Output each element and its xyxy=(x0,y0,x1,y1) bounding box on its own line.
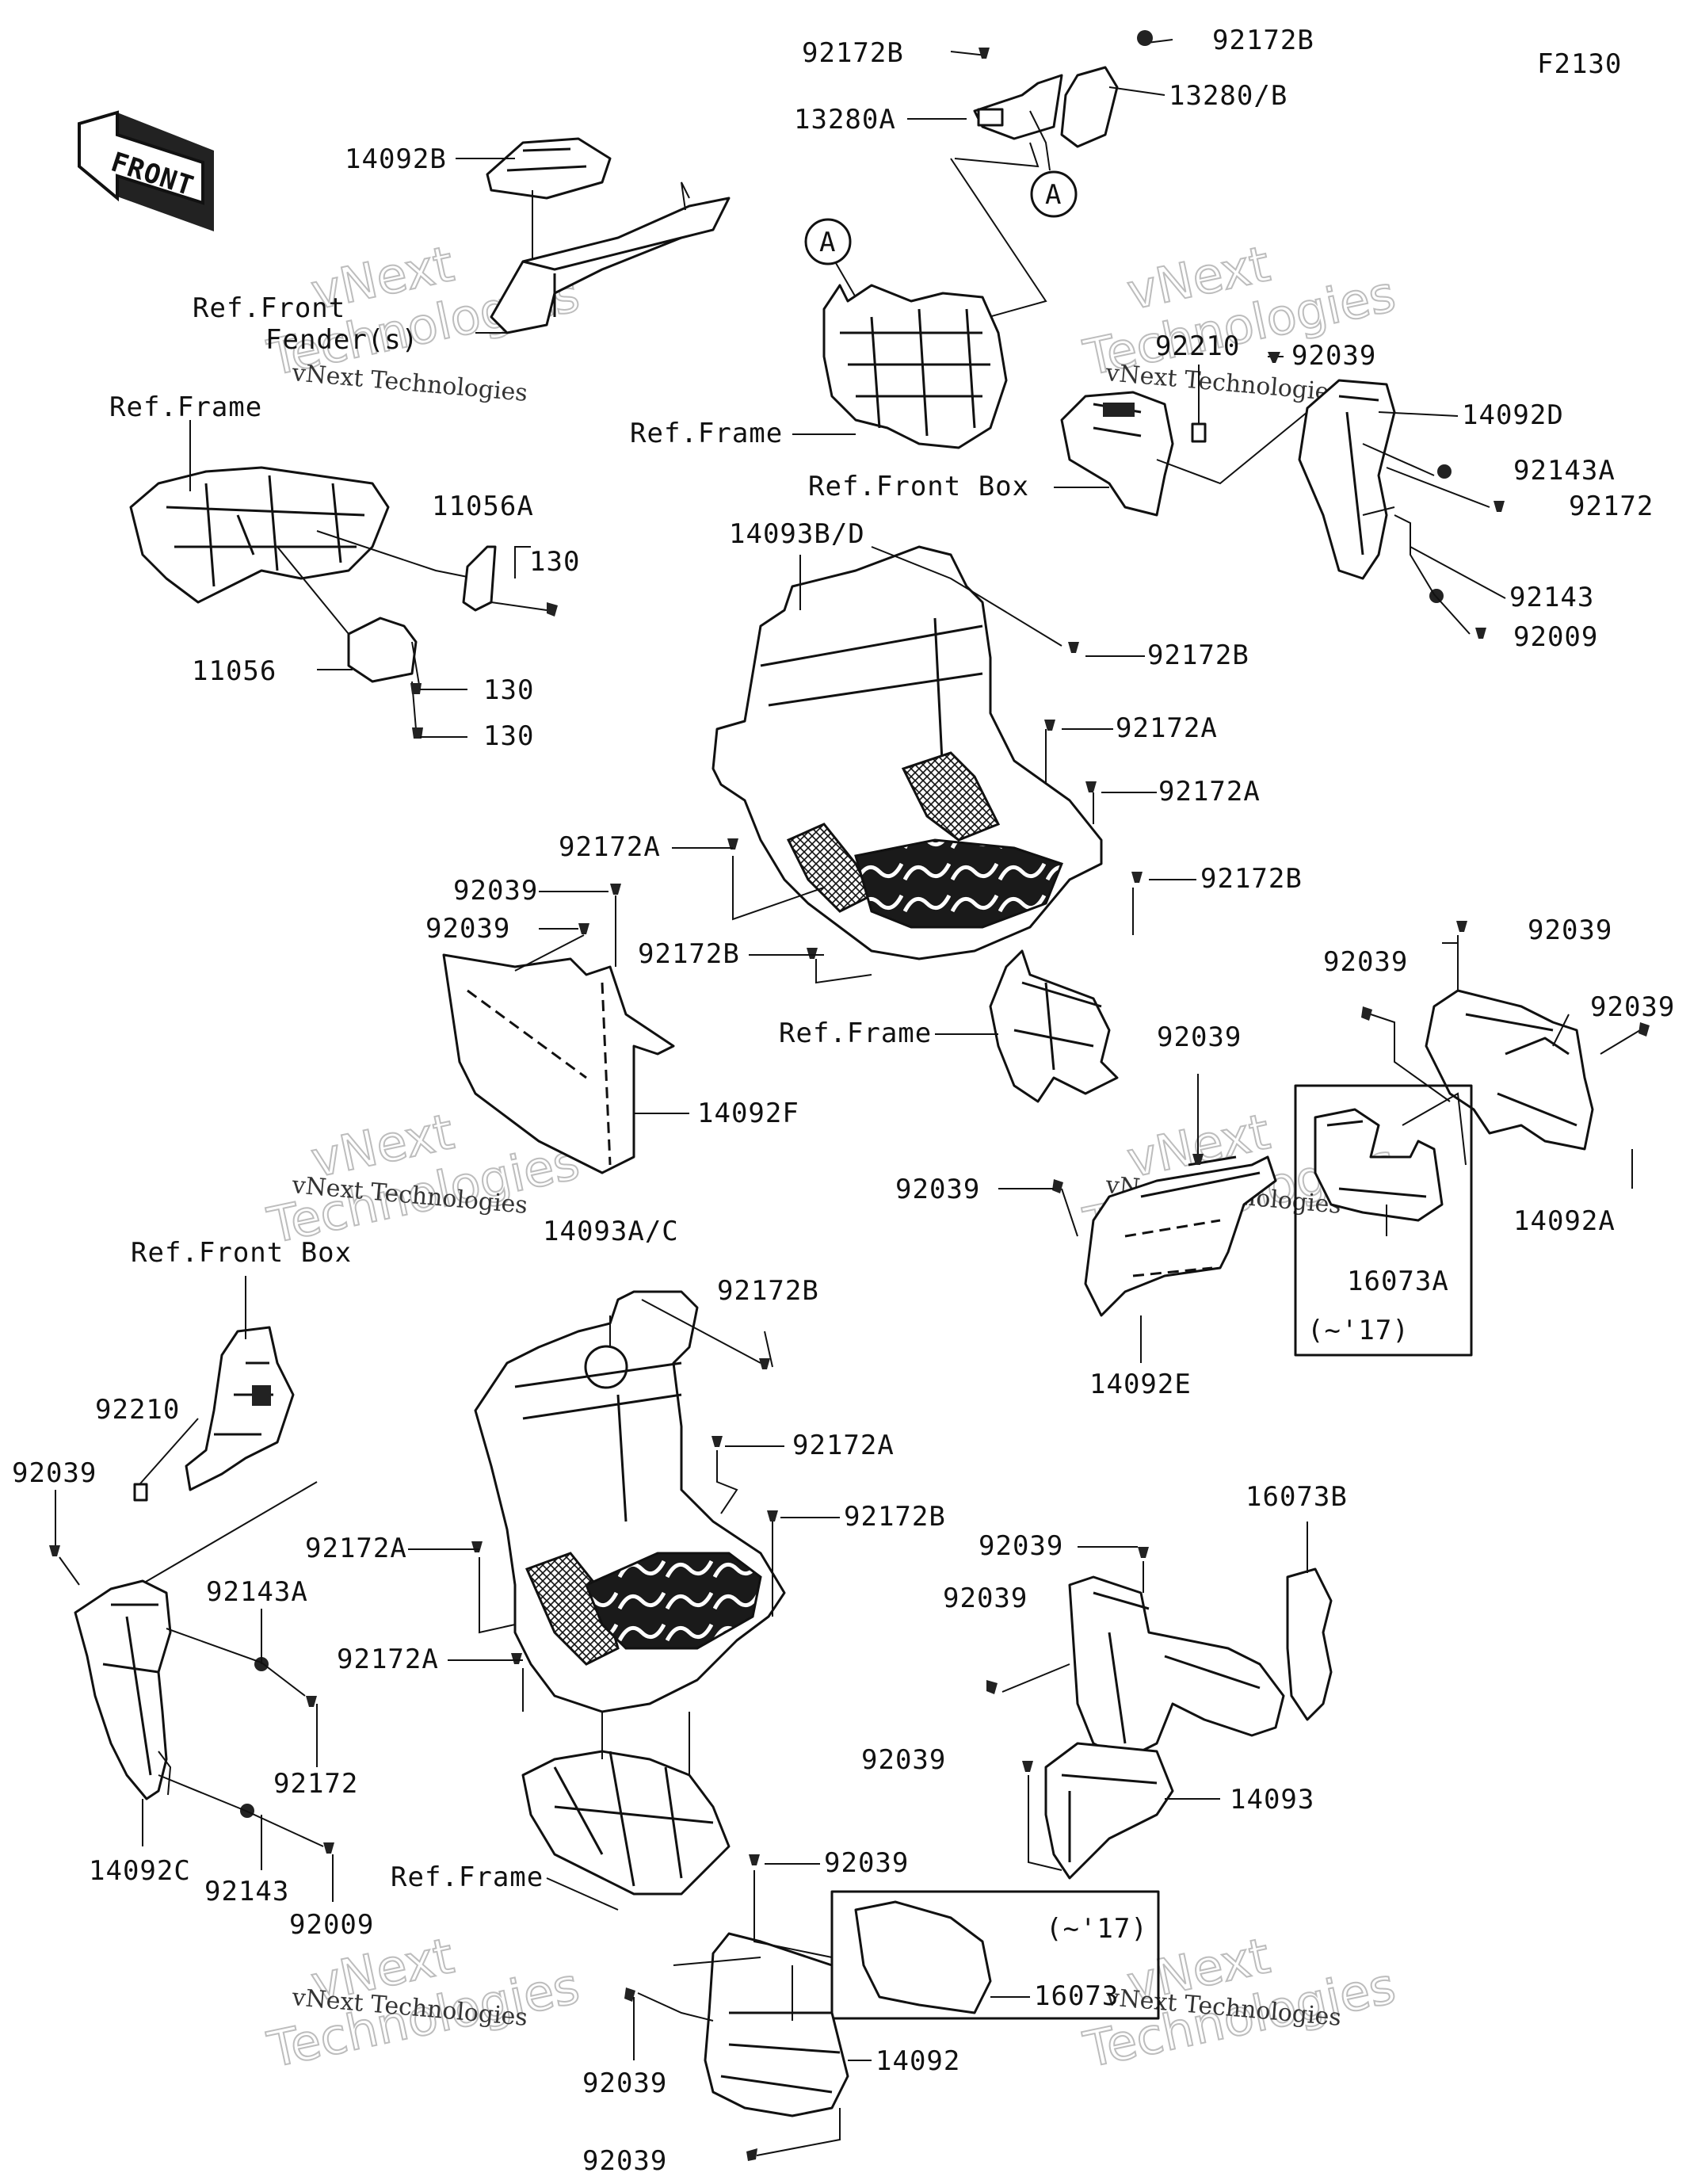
label-13280b: 13280/B xyxy=(1169,80,1288,112)
label-16073a: 16073A xyxy=(1347,1266,1449,1297)
part-14092-group xyxy=(624,1854,1160,2161)
label-ref-front-fender-2: Fender(s) xyxy=(265,324,418,356)
label-92039-14092-3: 92039 xyxy=(582,2145,667,2177)
label-92172b-bottom-2: 92172B xyxy=(844,1501,946,1533)
watermark-text: vNext Technologies xyxy=(290,359,528,407)
label-130-a: 130 xyxy=(529,546,580,578)
label-13280a: 13280A xyxy=(794,104,896,136)
label-ref-front-box-top: Ref.Front Box xyxy=(808,471,1029,502)
label-range-17-a: (~'17) xyxy=(1307,1315,1410,1346)
label-92039-f-1: 92039 xyxy=(453,875,538,907)
label-92172-bottom: 92172 xyxy=(273,1768,358,1800)
part-14092b xyxy=(456,137,731,334)
callout-circle-a-left xyxy=(804,218,852,265)
label-14092d: 14092D xyxy=(1462,399,1564,431)
label-92039-14093-1: 92039 xyxy=(979,1530,1063,1562)
label-92210-bottom: 92210 xyxy=(95,1394,180,1426)
part-14092d-group xyxy=(1054,352,1506,639)
label-ref-front-fender-1: Ref.Front xyxy=(193,292,345,324)
label-16073b: 16073B xyxy=(1246,1481,1348,1513)
label-range-17-b: (~'17) xyxy=(1046,1913,1148,1945)
label-ref-frame-center: Ref.Frame xyxy=(779,1018,932,1049)
label-92039-14093-2: 92039 xyxy=(943,1583,1028,1614)
label-92039-c: 92039 xyxy=(12,1457,97,1489)
front-arrow-icon: FRONT xyxy=(78,110,214,231)
label-92039-14092-2: 92039 xyxy=(582,2068,667,2099)
label-ref-frame-top: Ref.Frame xyxy=(630,418,783,449)
label-14092f: 14092F xyxy=(697,1098,799,1129)
label-92172b-center-1: 92172B xyxy=(1147,640,1249,671)
label-11056a: 11056A xyxy=(432,491,534,522)
label-92172b-bottom-1: 92172B xyxy=(717,1275,819,1307)
label-92143-top: 92143 xyxy=(1509,582,1594,613)
label-92172a-bottom-1: 92172A xyxy=(792,1430,895,1461)
label-92009-bottom: 92009 xyxy=(289,1909,374,1941)
label-14093ac: 14093A/C xyxy=(543,1216,679,1247)
frame-top-center: A xyxy=(792,218,1008,449)
label-92039-a-3: 92039 xyxy=(1590,991,1675,1023)
label-11056: 11056 xyxy=(192,655,277,687)
label-92039-14092-1: 92039 xyxy=(824,1847,909,1879)
label-92172b-top-left: 92172B xyxy=(802,37,904,69)
label-92143-bottom: 92143 xyxy=(204,1876,289,1907)
label-ref-front-box-bottom: Ref.Front Box xyxy=(131,1237,352,1269)
label-92172b-center-3: 92172B xyxy=(638,938,740,970)
label-92172a-bottom-3: 92172A xyxy=(337,1644,439,1675)
label-16073: 16073 xyxy=(1034,1980,1119,2012)
label-14092a: 14092A xyxy=(1513,1205,1616,1237)
label-92039-a-2: 92039 xyxy=(1323,946,1408,978)
label-14093: 14093 xyxy=(1230,1784,1314,1816)
callout-circle-a-right xyxy=(1030,170,1078,218)
part-14093-group xyxy=(986,1522,1333,1880)
label-92009-top: 92009 xyxy=(1513,621,1598,653)
callout-letter-a-right: A xyxy=(1045,179,1062,211)
label-92039-top-right: 92039 xyxy=(1291,340,1376,372)
part-14093bd xyxy=(672,545,1196,1103)
label-92172a-bottom-2: 92172A xyxy=(305,1533,407,1564)
label-14092e: 14092E xyxy=(1089,1369,1192,1400)
frame-left-top xyxy=(129,420,558,739)
label-92039-e-1: 92039 xyxy=(1157,1021,1242,1053)
bracket-13280-group: A xyxy=(902,30,1173,342)
label-14092c: 14092C xyxy=(89,1855,191,1887)
label-92039-a-1: 92039 xyxy=(1528,914,1612,946)
part-14092e xyxy=(998,1074,1277,1363)
label-92172a-center-2: 92172A xyxy=(1158,776,1261,808)
callout-letter-a-left: A xyxy=(819,227,836,258)
diagram-code: F2130 xyxy=(1537,48,1622,80)
part-14092a-group xyxy=(1294,921,1650,1357)
label-ref-frame-bottom: Ref.Frame xyxy=(391,1861,544,1893)
label-14093bd: 14093B/D xyxy=(729,518,865,550)
label-92210-top: 92210 xyxy=(1155,330,1240,362)
part-14092c-group xyxy=(49,1276,334,1902)
label-130-b: 130 xyxy=(483,674,534,706)
label-92039-f-2: 92039 xyxy=(425,913,510,945)
label-14092: 14092 xyxy=(876,2045,960,2077)
label-92172-top: 92172 xyxy=(1569,491,1654,522)
label-130-c: 130 xyxy=(483,720,534,752)
label-ref-frame-left: Ref.Frame xyxy=(109,391,262,423)
label-92039-e-2: 92039 xyxy=(895,1174,980,1205)
label-92172a-center-3: 92172A xyxy=(559,831,661,863)
label-92143a-bottom: 92143A xyxy=(206,1576,308,1608)
label-92172b-top-right: 92172B xyxy=(1212,25,1314,56)
part-14092f xyxy=(442,884,689,1174)
label-92039-14093-3: 92039 xyxy=(861,1744,946,1776)
label-92143a-top: 92143A xyxy=(1513,455,1616,487)
part-14093ac xyxy=(408,1290,840,1911)
label-92172b-center-2: 92172B xyxy=(1200,863,1303,895)
label-92172a-center-1: 92172A xyxy=(1116,712,1218,744)
label-14092b: 14092B xyxy=(345,143,447,175)
